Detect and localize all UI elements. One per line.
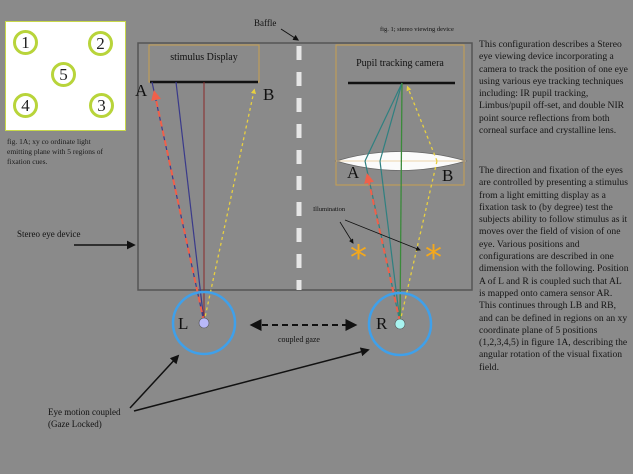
fixation-cue-5: 5: [51, 62, 76, 87]
right-ray-red-a: [364, 173, 401, 323]
left-point-b-label: B: [263, 85, 275, 104]
left-pupil: [198, 317, 210, 329]
illumination-pointer-right: [344, 219, 421, 251]
fixation-cue-3: 3: [89, 93, 114, 118]
right-ray-teal-1: [364, 82, 403, 162]
description-paragraph-1: This configuration describes a Stereo ey…: [479, 39, 628, 137]
device-enclosure: [137, 42, 473, 291]
right-ray-green: [399, 82, 403, 323]
camera-box: [335, 44, 465, 186]
right-point-b-label: B: [442, 166, 454, 185]
fixation-cue-1: 1: [13, 30, 38, 55]
baffle-pointer-arrow: [280, 28, 300, 41]
stimulus-display-label: stimulus Display: [170, 52, 238, 63]
illumination-pointer-left: [339, 221, 354, 244]
right-eye-ring: [367, 291, 433, 357]
right-pupil: [394, 318, 406, 330]
right-point-a-label: A: [347, 163, 360, 182]
illumination-label: Illumination: [313, 206, 346, 213]
eye-motion-pointer-left: [129, 354, 180, 409]
left-eye-ring: [171, 290, 237, 356]
left-ray-yellow-b: [203, 88, 256, 323]
inset-caption: fig. 1A; xy co ordinate light emitting p…: [7, 137, 104, 166]
illumination-source-left-icon: *: [350, 238, 367, 278]
coupled-gaze-label: coupled gaze: [278, 335, 320, 344]
stimulus-display-box: [148, 44, 260, 83]
fixation-plane-inset: 1 2 5 4 3: [5, 21, 126, 131]
fixation-cue-4: 4: [13, 93, 38, 118]
stereo-device-label: Stereo eye device: [17, 229, 81, 239]
eye-motion-pointer-right: [133, 347, 370, 412]
figure-caption: fig. 1; stereo viewing device: [380, 26, 454, 33]
right-eye-label: R: [376, 314, 388, 333]
fixation-cue-2: 2: [88, 31, 113, 56]
camera-label: Pupil tracking camera: [356, 58, 444, 69]
right-ray-teal-2: [379, 82, 403, 162]
left-eye-label: L: [178, 314, 189, 333]
left-ray-blue-b: [175, 81, 205, 323]
left-point-a-label: A: [135, 81, 148, 100]
eye-motion-label-line1: Eye motion coupled: [48, 407, 121, 417]
baffle-label: Baffle: [254, 18, 277, 28]
description-paragraph-2: The direction and fixation of the eyes a…: [479, 165, 629, 373]
left-ray-red-a: [151, 90, 205, 323]
eye-motion-label-line2: (Gaze Locked): [48, 419, 102, 429]
illumination-source-right-icon: *: [425, 238, 442, 278]
